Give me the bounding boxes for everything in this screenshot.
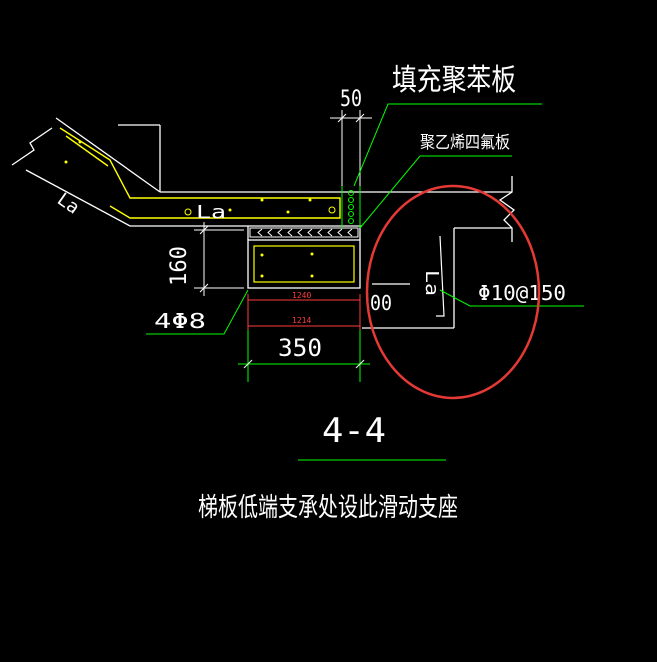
beam-rebar <box>253 245 355 283</box>
dimension-350-label: 350 <box>278 334 322 362</box>
slab-rebar-dots <box>64 140 336 216</box>
label-anchor-la-left: La <box>53 189 83 219</box>
dimension-160 <box>194 222 244 296</box>
dimension-1214-label: 1214 <box>292 316 311 325</box>
landing-rebar <box>372 235 445 317</box>
polystyrene-fill <box>341 186 361 228</box>
dimension-00-label: 00 <box>370 291 392 315</box>
label-anchor-la-right: La <box>421 270 442 296</box>
label-fill-board: 填充聚苯板 <box>392 63 516 98</box>
dimension-50-label: 50 <box>340 87 362 112</box>
label-anchor-la-slab: La <box>196 202 226 223</box>
break-mark-left <box>11 127 53 166</box>
red-dimensions <box>247 294 361 330</box>
leader-lines <box>146 103 584 335</box>
support-beam <box>246 225 362 289</box>
beam-rebar-dots <box>260 252 314 278</box>
label-rebar-4phi8: 4Φ8 <box>154 309 206 333</box>
section-title: 4-4 <box>322 411 386 451</box>
stair-slab <box>25 117 512 227</box>
caption-text: 梯板低端支承处设此滑动支座 <box>198 493 458 523</box>
landing-slab <box>362 176 516 329</box>
label-ptfe-board: 聚乙烯四氟板 <box>420 133 510 153</box>
dimension-160-label: 160 <box>167 246 192 286</box>
ptfe-slide-layer <box>249 227 359 238</box>
dimension-1240-label: 1240 <box>292 291 311 300</box>
highlight-circle <box>365 184 541 400</box>
label-rebar-phi10: Φ10@150 <box>478 281 566 305</box>
dimension-50 <box>330 110 372 186</box>
slab-rebar <box>59 127 341 219</box>
dimension-350-ticks <box>243 359 365 369</box>
